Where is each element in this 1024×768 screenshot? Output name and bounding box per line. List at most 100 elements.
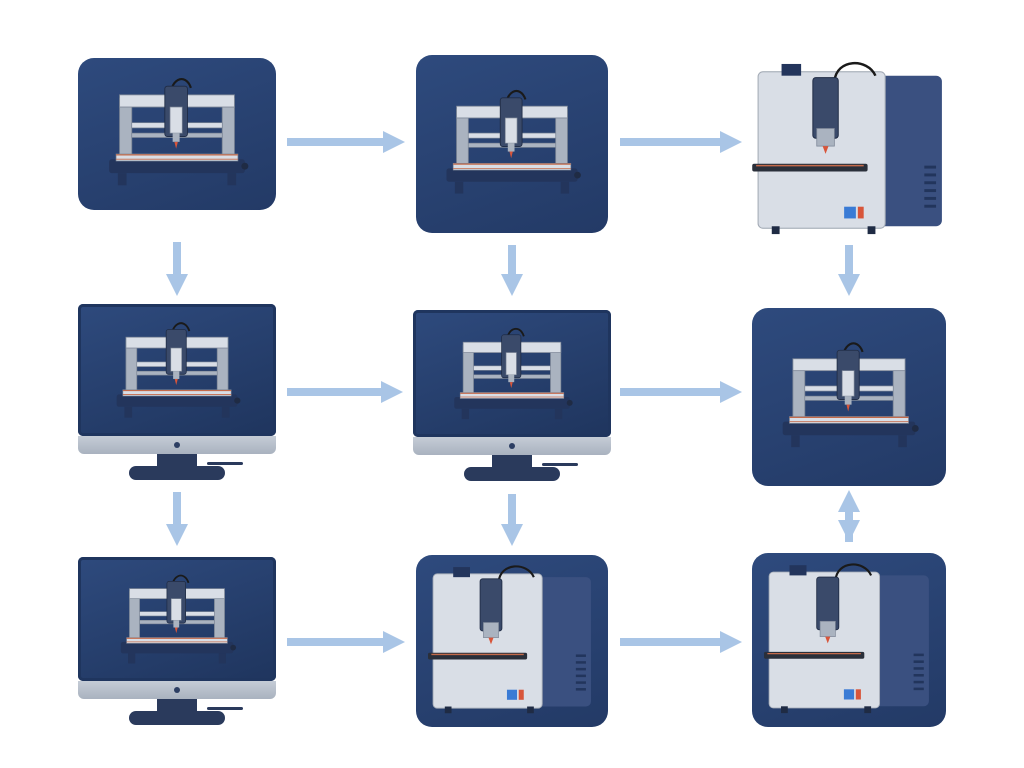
control-panel-red	[518, 689, 524, 700]
vent-slot	[913, 660, 924, 663]
monitor-base	[464, 467, 560, 481]
monitor-base	[129, 466, 225, 480]
head-cable	[497, 565, 535, 583]
housing-side-panel	[864, 575, 929, 707]
top-block	[789, 565, 807, 576]
monitor-power-dot	[174, 442, 180, 448]
work-table	[452, 162, 572, 171]
arrow-r3c2-to-r3c3	[620, 631, 742, 653]
vent-slot	[924, 204, 937, 208]
housing-highlight	[768, 571, 881, 709]
monitor-cable	[207, 707, 243, 710]
tool-bit	[509, 151, 513, 159]
node-r2c3	[752, 308, 946, 486]
right-foot	[898, 435, 907, 448]
monitor-bezel	[78, 436, 276, 454]
side-knob	[566, 399, 573, 406]
arrow-head-secondary	[838, 520, 860, 542]
monitor-neck	[492, 455, 532, 469]
nozzle-tip	[825, 636, 831, 644]
vent-slot	[913, 653, 924, 657]
monitor-bezel	[413, 437, 611, 455]
arrow-shaft	[508, 494, 516, 524]
arrow-head	[720, 131, 742, 153]
arrow-head	[166, 274, 188, 296]
right-foot	[221, 406, 230, 418]
machine-bed	[782, 421, 916, 436]
vent-slot	[913, 687, 924, 691]
vent-slot	[575, 688, 586, 691]
machine-bed	[109, 159, 245, 174]
left-foot	[781, 706, 788, 714]
arrow-shaft	[845, 245, 853, 274]
cnc-router-illustration	[446, 89, 581, 194]
node-r3c3	[752, 553, 946, 727]
right-foot	[560, 181, 570, 194]
arrow-head	[720, 631, 742, 653]
node-r1c2	[416, 55, 608, 233]
side-knob	[911, 425, 919, 432]
top-block	[453, 567, 470, 578]
vent-slot	[913, 667, 924, 670]
monitor-cable	[207, 462, 243, 465]
tool-bit	[174, 141, 178, 149]
node-r1c1	[78, 58, 276, 210]
enclosed-machine-illustration	[428, 565, 591, 714]
arrow-shaft	[173, 242, 181, 274]
arrow-r2c2-to-r2c3	[620, 381, 742, 403]
arrow-head	[381, 381, 403, 403]
control-panel-blue	[844, 206, 856, 219]
housing-front	[768, 571, 881, 709]
nozzle-tip	[488, 637, 494, 645]
vent-slot	[924, 196, 937, 200]
arrow-r3c3-to-r2c3	[838, 490, 860, 542]
spindle-collet	[508, 374, 515, 383]
monitor-neck	[157, 699, 197, 713]
arrow-head	[720, 381, 742, 403]
arrow-head	[166, 524, 188, 546]
cnc-router-illustration	[782, 342, 919, 448]
node-r2c1	[78, 304, 276, 484]
arrow-shaft	[620, 388, 720, 396]
monitor-cable	[542, 463, 578, 466]
vent-slot	[575, 654, 586, 657]
left-foot	[461, 408, 470, 420]
head-nozzle-block	[816, 128, 835, 147]
enclosed-machine-illustration	[764, 563, 929, 714]
spindle-collet	[507, 143, 515, 152]
spindle-body	[170, 347, 182, 372]
head-cable	[834, 563, 873, 581]
vent-slot	[575, 661, 586, 664]
cnc-router-illustration	[120, 574, 237, 664]
side-knob	[241, 162, 249, 170]
right-foot	[554, 408, 563, 420]
arrow-head	[501, 524, 523, 546]
vent-slot	[575, 674, 586, 678]
tool-bit	[174, 627, 178, 634]
spindle-collet	[172, 133, 180, 142]
head-nozzle-block	[819, 620, 836, 637]
node-r3c2	[416, 555, 608, 727]
top-block	[781, 63, 802, 76]
vent-slot	[924, 189, 937, 193]
arrow-head	[838, 490, 860, 512]
cnc-router-illustration	[454, 327, 573, 420]
arrow-head	[383, 631, 405, 653]
arrow-head	[501, 274, 523, 296]
machine-bed	[446, 168, 578, 182]
arrow-shaft	[620, 638, 720, 646]
left-foot	[444, 706, 452, 714]
spindle-body	[841, 370, 855, 397]
left-foot	[454, 181, 464, 194]
spindle-collet	[173, 371, 180, 379]
left-foot	[117, 173, 127, 186]
arrow-r3c1-to-r3c2	[287, 631, 405, 653]
arrow-r1c2-to-r1c3	[620, 131, 742, 153]
housing-highlight	[757, 71, 886, 229]
node-r2c2	[413, 310, 611, 485]
work-table	[459, 392, 565, 399]
arrow-shaft	[287, 138, 383, 146]
node-r1c3	[752, 61, 948, 238]
